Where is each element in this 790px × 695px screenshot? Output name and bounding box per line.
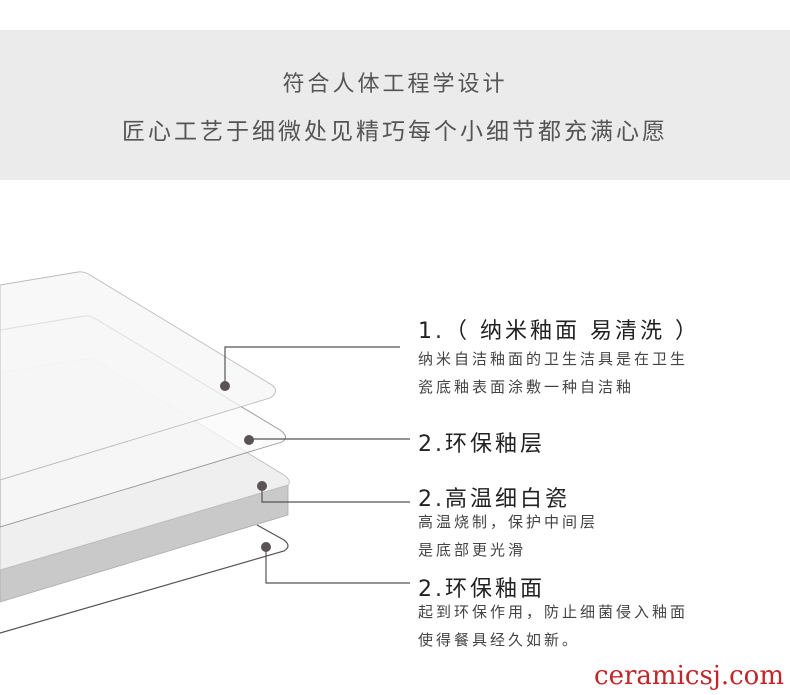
layer-nano-glaze [0,271,276,481]
marker-dot-3 [257,481,267,491]
header-line-2: 匠心工艺于细微处见精巧每个小细节都充满心愿 [122,119,668,145]
header-band [0,30,790,180]
layer-2-title: 2.环保釉层 [418,432,545,457]
layer-3-title: 2.高温细白瓷 [418,487,570,512]
layer-3-desc-1: 高温烧制，保护中间层 [418,513,599,531]
layer-bottom-glaze [0,524,289,634]
layer-3-desc-2: 是底部更光滑 [418,541,527,559]
marker-dot-4 [261,542,271,552]
layer-1-title: 1.（ 纳米釉面 易清洗 ） [418,319,700,344]
layer-4-title: 2.环保釉面 [418,577,545,602]
marker-dot-2 [244,435,254,445]
layer-4-desc-2: 使得餐具经久如新。 [418,631,581,649]
header-line-1: 符合人体工程学设计 [282,72,508,97]
layer-1-desc-1: 纳米自洁釉面的卫生洁具是在卫生 [418,350,689,368]
layer-1-desc-2: 瓷底釉表面涂敷一种自洁釉 [418,378,635,396]
watermark: ceramicsj.com [594,661,784,691]
layer-4-desc-1: 起到环保作用，防止细菌侵入釉面 [418,603,689,621]
marker-dot-1 [220,381,230,391]
